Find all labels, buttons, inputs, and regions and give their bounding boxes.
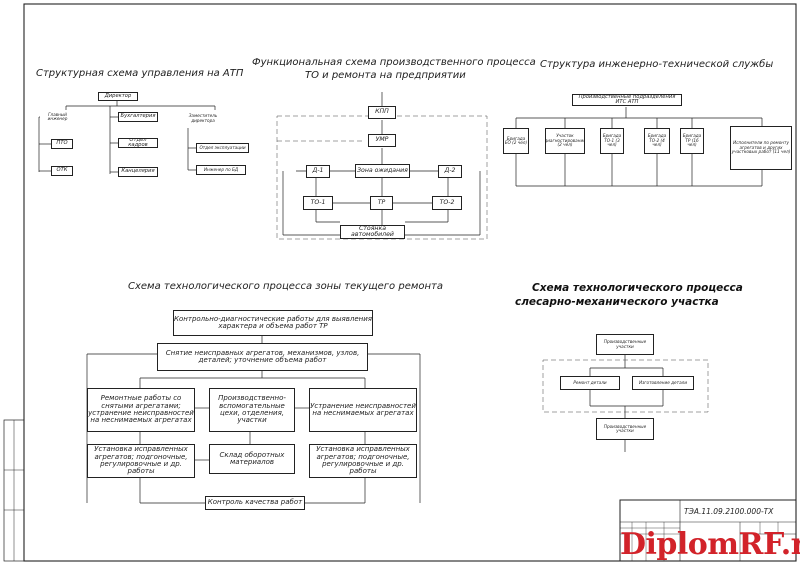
engineering-top-box: Производственные подразделения ИТС АТП (572, 94, 682, 106)
tr-box: ТР (370, 196, 393, 210)
metalwork-title-line2: слесарно-механического участка (515, 296, 719, 308)
pto-box: ПТО (51, 139, 73, 149)
d1-box: Д-1 (306, 165, 330, 178)
quality-control-box: Контроль качества работ (205, 496, 305, 510)
functional-title-line1: Функциональная схема производственного п… (252, 57, 536, 68)
hr-box: Отдел кадров (118, 138, 158, 148)
to2-brigade-box: Бригада ТО-2 (4 чел) (644, 128, 670, 154)
diagnostics-work-box: Контрольно-диагностические работы для вы… (173, 310, 373, 336)
safety-engineer-box: Инженер по БД (196, 165, 246, 175)
input-sections-box: Производственные участки (596, 334, 654, 355)
umr-box: УМР (368, 134, 396, 147)
waiting-zone-box: Зона ожидания (355, 164, 410, 178)
to2-box: ТО-2 (432, 196, 462, 210)
d2-box: Д-2 (438, 165, 462, 178)
director-box: Директор (98, 92, 138, 101)
functional-title-line2: ТО и ремонта на предприятии (305, 70, 466, 81)
fixing-box: Устранение неисправностей на неснимаемых… (309, 388, 417, 432)
watermark-logo: DiplomRF.ru (620, 527, 800, 562)
accounting-box: Бухгалтерия (118, 112, 158, 122)
removal-box: Снятие неисправных агрегатов, механизмов… (157, 343, 368, 371)
drawing-code: ТЭА.11.09.2100.000-ТХ (684, 507, 774, 516)
eo-brigade-box: Бригада ЕО (2 чел) (503, 128, 529, 154)
operations-box: Отдел эксплуатации (196, 143, 249, 153)
deputy-director-box: Заместитель директора (180, 110, 226, 127)
otk-box: ОТК (51, 166, 73, 176)
diagnostics-box: Участок диагностирования (2 чел) (545, 128, 585, 154)
repair-works-box: Ремонтные работы со снятыми агрегатами; … (87, 388, 195, 432)
to1-brigade-box: Бригада ТО-1 (3 чел) (600, 128, 624, 154)
chief-engineer-box: Главный инженер (40, 110, 75, 124)
current-repair-title: Схема технологического процесса зоны тек… (128, 281, 444, 292)
to1-box: ТО-1 (303, 196, 333, 210)
output-sections-box: Производственные участки (596, 418, 654, 440)
repair-executors-box: Исполнители по ремонту агрегатов и други… (730, 126, 792, 170)
install-left-box: Установка исправленных агрегатов; подгон… (87, 444, 195, 478)
engineering-title: Структура инженерно-технической службы (540, 59, 774, 70)
parking-box: Стоянка автомобилей (340, 225, 405, 239)
repair-part-box: Ремонт детали (560, 376, 620, 390)
management-title: Структурная схема управления на АТП (36, 68, 244, 79)
tr-brigade-box: Бригада ТР (16 чел) (680, 128, 704, 154)
aux-workshops-box: Производственно-вспомогательные цехи, от… (209, 388, 295, 432)
install-right-box: Установка исправленных агрегатов; подгон… (309, 444, 417, 478)
metalwork-title-line1: Схема технологического процесса (532, 282, 743, 294)
warehouse-box: Склад оборотных материалов (209, 444, 295, 474)
office-box: Канцелярия (118, 167, 158, 177)
kpp-box: КПП (368, 106, 396, 119)
make-part-box: Изготовление детали (632, 376, 694, 390)
